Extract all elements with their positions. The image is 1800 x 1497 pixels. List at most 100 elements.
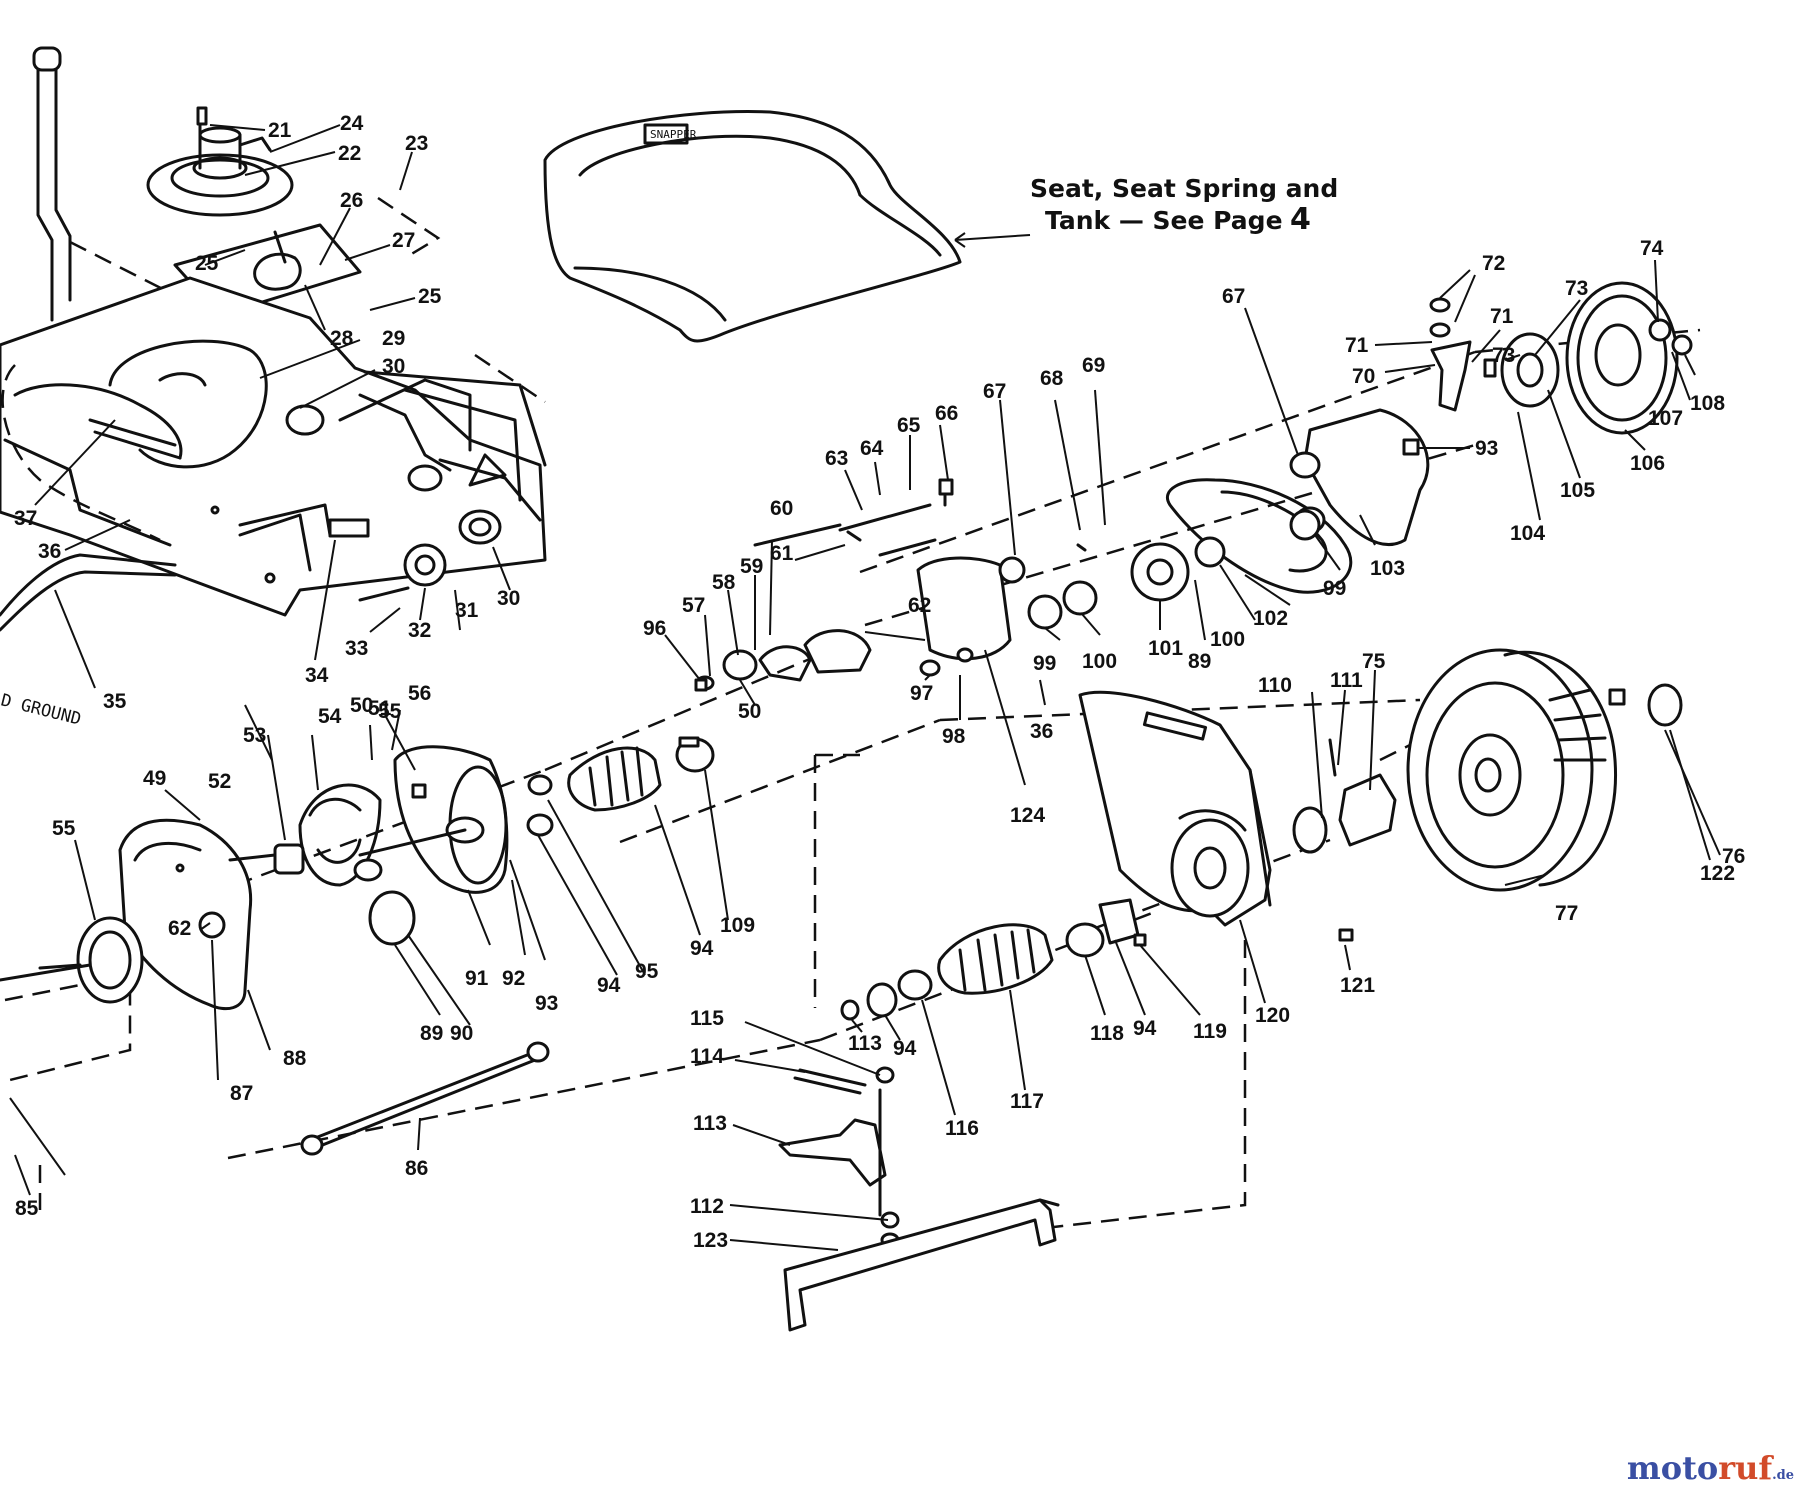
callout: 33	[345, 637, 368, 660]
callout: 103	[1370, 557, 1405, 580]
callout: 124	[1010, 804, 1045, 827]
callout: 89	[1188, 650, 1211, 673]
callout: 63	[825, 447, 848, 470]
callout: 105	[1560, 479, 1595, 502]
callout: 89	[420, 1022, 443, 1045]
callout: 123	[693, 1229, 728, 1252]
callout: 94	[1133, 1017, 1157, 1040]
side-plate-121	[1078, 690, 1272, 927]
pulley-106	[1500, 281, 1693, 435]
lever-35	[0, 553, 177, 632]
right-housing-103	[1166, 408, 1430, 594]
callout-numbers: 21 24 22 23 25 26 27 25 28 29 30 37 36 3…	[14, 112, 1745, 1252]
ground-label: D GROUND	[0, 690, 83, 729]
note-line2: Tank — See Page	[1045, 206, 1283, 235]
cross-bar-112	[783, 1198, 1060, 1332]
callout: 85	[15, 1197, 39, 1220]
callout: 28	[330, 327, 354, 350]
callout: 70	[1352, 365, 1375, 388]
callout: 60	[770, 497, 793, 520]
callout: 67	[1222, 285, 1245, 308]
callout: 120	[1255, 1004, 1290, 1027]
callout: 116	[945, 1117, 979, 1140]
callout: 51	[368, 697, 392, 720]
callout: 93	[535, 992, 558, 1015]
wheel-76	[1406, 648, 1683, 892]
callout: 107	[1648, 407, 1683, 430]
callout: 101	[1148, 637, 1183, 660]
callout: 90	[450, 1022, 473, 1045]
callout: 95	[635, 960, 659, 983]
callout: 72	[1482, 252, 1505, 275]
hub-111	[1292, 738, 1397, 942]
callout: 55	[52, 817, 76, 840]
callout: 121	[1340, 974, 1375, 997]
callout: 23	[405, 132, 428, 155]
seat: SNAPPER	[543, 110, 962, 343]
callout: 76	[1722, 845, 1745, 868]
callout: 57	[682, 594, 705, 617]
watermark-brand-b: ruf	[1718, 1449, 1773, 1487]
callout: 122	[1700, 862, 1735, 885]
note-page-number: 4	[1290, 202, 1311, 237]
callout: 99	[1323, 577, 1346, 600]
callout: 108	[1690, 392, 1725, 415]
callout: 32	[408, 619, 431, 642]
callout: 30	[497, 587, 520, 610]
callout: 22	[338, 142, 361, 165]
callout: 50	[350, 694, 373, 717]
callout: 30	[382, 355, 405, 378]
boot-118	[840, 898, 1147, 1021]
callout: 118	[1090, 1022, 1124, 1045]
seat-label: SNAPPER	[650, 128, 697, 141]
callout: 96	[643, 617, 666, 640]
callout: 86	[405, 1157, 428, 1180]
axle-rod-123	[300, 1041, 550, 1156]
callout: 88	[283, 1047, 307, 1070]
callout: 93	[1475, 437, 1498, 460]
callout: 21	[268, 119, 292, 142]
callout: 100	[1210, 628, 1245, 651]
callout: 52	[208, 770, 231, 793]
callout: 113	[848, 1032, 882, 1055]
watermark-brand-a: moto	[1626, 1449, 1719, 1487]
callout-leaders	[9, 124, 1721, 1251]
note-line1: Seat, Seat Spring and	[1030, 174, 1338, 203]
callout: 25	[418, 285, 442, 308]
callout: 58	[712, 571, 736, 594]
callout: 97	[910, 682, 933, 705]
callout: 62	[908, 594, 931, 617]
callout: 37	[14, 507, 37, 530]
callout: 50	[738, 700, 761, 723]
callout: 53	[243, 724, 266, 747]
callout: 106	[1630, 452, 1665, 475]
bearings-30-32	[285, 404, 502, 602]
callout: 73	[1565, 277, 1588, 300]
watermark-logo: motoruf.de	[1627, 1449, 1794, 1487]
belt-37	[1, 364, 161, 542]
left-drive-assembly	[0, 745, 554, 1011]
callout: 69	[1082, 354, 1105, 377]
callout: 117	[1010, 1090, 1044, 1113]
callout: 54	[318, 705, 342, 728]
callout: 26	[340, 189, 363, 212]
callout: 64	[860, 437, 884, 460]
callout: 35	[103, 690, 127, 713]
callout: 49	[143, 767, 166, 790]
callout: 115	[690, 1007, 724, 1030]
steering-column	[32, 46, 72, 322]
callout: 87	[230, 1082, 253, 1105]
seat-note: Seat, Seat Spring and Tank — See Page 4	[954, 174, 1338, 248]
callout: 66	[935, 402, 958, 425]
callout: 61	[770, 542, 794, 565]
callout: 92	[502, 967, 525, 990]
pulley-22	[146, 106, 294, 217]
callout: 98	[942, 725, 966, 748]
callout: 25	[195, 252, 219, 275]
callout: 114	[690, 1045, 724, 1068]
callout: 67	[983, 380, 1006, 403]
boot-95	[567, 736, 715, 812]
callout: 100	[1082, 650, 1117, 673]
linkage-113-115	[778, 1066, 900, 1248]
callout: 75	[1362, 650, 1386, 673]
